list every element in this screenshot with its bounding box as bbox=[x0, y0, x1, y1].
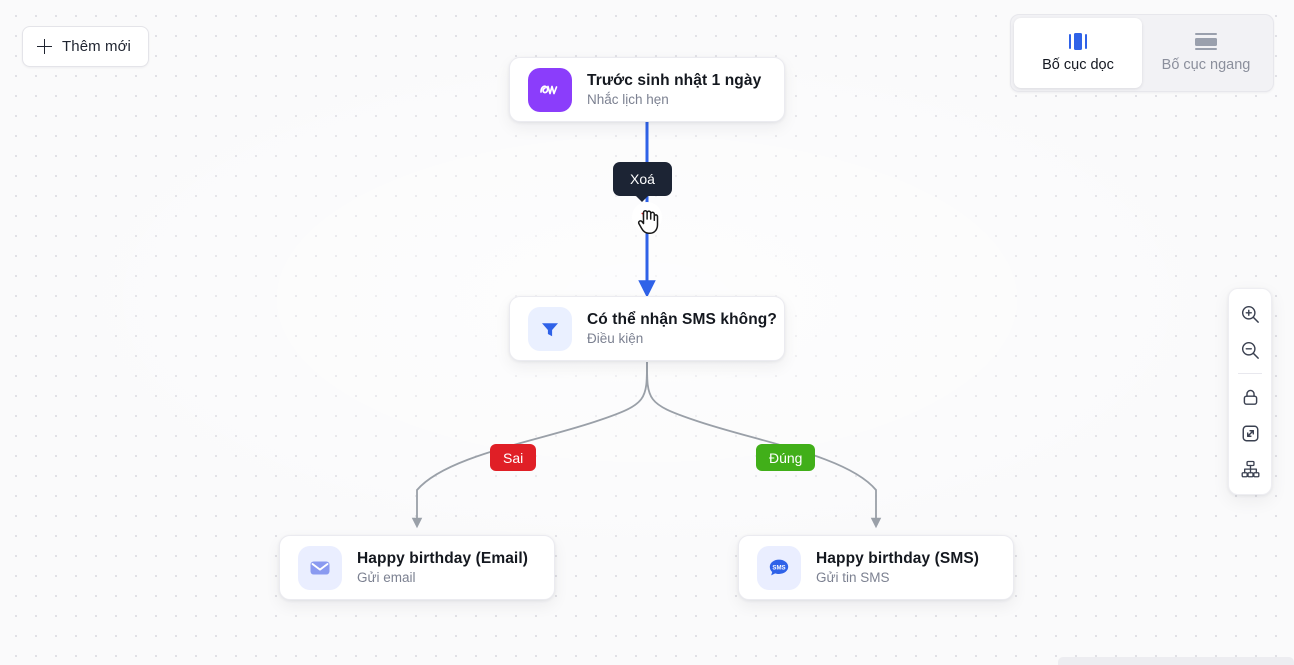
trash-icon bbox=[641, 211, 653, 223]
workflow-node-sms[interactable]: SMS Happy birthday (SMS) Gửi tin SMS bbox=[738, 535, 1014, 600]
workflow-node-email[interactable]: Happy birthday (Email) Gửi email bbox=[279, 535, 555, 600]
fit-view-button[interactable] bbox=[1233, 415, 1267, 451]
delete-edge-button[interactable] bbox=[635, 205, 659, 229]
fit-view-icon bbox=[1242, 425, 1258, 441]
node-title: Có thể nhận SMS không? bbox=[587, 311, 777, 328]
delete-tooltip: Xoá bbox=[613, 162, 672, 196]
node-subtitle: Gửi email bbox=[357, 570, 416, 585]
auto-layout-button[interactable] bbox=[1233, 451, 1267, 487]
sms-bubble-icon: SMS bbox=[757, 545, 801, 590]
lock-canvas-button[interactable] bbox=[1233, 379, 1267, 415]
zoom-out-icon bbox=[1241, 341, 1259, 359]
layout-option-horizontal-label: Bố cục ngang bbox=[1161, 57, 1251, 73]
layout-option-horizontal[interactable]: Bố cục ngang bbox=[1142, 18, 1270, 88]
zoom-in-button[interactable] bbox=[1233, 296, 1267, 332]
bottom-panel-edge bbox=[1058, 657, 1294, 665]
layout-option-vertical-label: Bố cục dọc bbox=[1042, 57, 1114, 73]
zoom-out-button[interactable] bbox=[1233, 332, 1267, 368]
zoom-in-icon bbox=[1241, 305, 1259, 323]
branch-label-false[interactable]: Sai bbox=[490, 444, 537, 471]
workflow-node-condition[interactable]: Có thể nhận SMS không? Điều kiện bbox=[509, 296, 785, 361]
layout-toggle-group[interactable]: Bố cục dọc Bố cục ngang bbox=[1010, 14, 1274, 92]
node-title: Happy birthday (SMS) bbox=[816, 550, 980, 567]
auto-layout-icon bbox=[1241, 460, 1259, 477]
workflow-node-reminder[interactable]: Trước sinh nhật 1 ngày Nhắc lịch hẹn bbox=[509, 57, 785, 122]
svg-text:SMS: SMS bbox=[772, 564, 785, 571]
plus-icon bbox=[37, 39, 52, 54]
node-subtitle: Điều kiện bbox=[587, 331, 644, 346]
node-subtitle: Gửi tin SMS bbox=[816, 570, 890, 585]
branch-label-true[interactable]: Đúng bbox=[756, 444, 816, 471]
canvas-controls-toolbar[interactable] bbox=[1228, 288, 1272, 495]
vertical-layout-icon bbox=[1069, 33, 1087, 50]
add-new-button[interactable]: Thêm mới bbox=[22, 26, 149, 67]
delete-tooltip-label: Xoá bbox=[630, 171, 655, 187]
envelope-icon bbox=[298, 545, 342, 590]
branch-label-false-text: Sai bbox=[503, 449, 524, 466]
lock-icon bbox=[1243, 389, 1257, 405]
horizontal-layout-icon bbox=[1195, 33, 1217, 50]
node-subtitle: Nhắc lịch hẹn bbox=[587, 92, 669, 107]
layout-option-vertical[interactable]: Bố cục dọc bbox=[1014, 18, 1142, 88]
node-title: Happy birthday (Email) bbox=[357, 550, 529, 567]
branch-label-true-text: Đúng bbox=[769, 449, 803, 466]
node-title: Trước sinh nhật 1 ngày bbox=[587, 72, 762, 89]
add-new-label: Thêm mới bbox=[62, 38, 131, 55]
toolbar-divider bbox=[1238, 373, 1262, 374]
filter-icon bbox=[528, 306, 572, 351]
reminder-icon bbox=[528, 67, 572, 112]
